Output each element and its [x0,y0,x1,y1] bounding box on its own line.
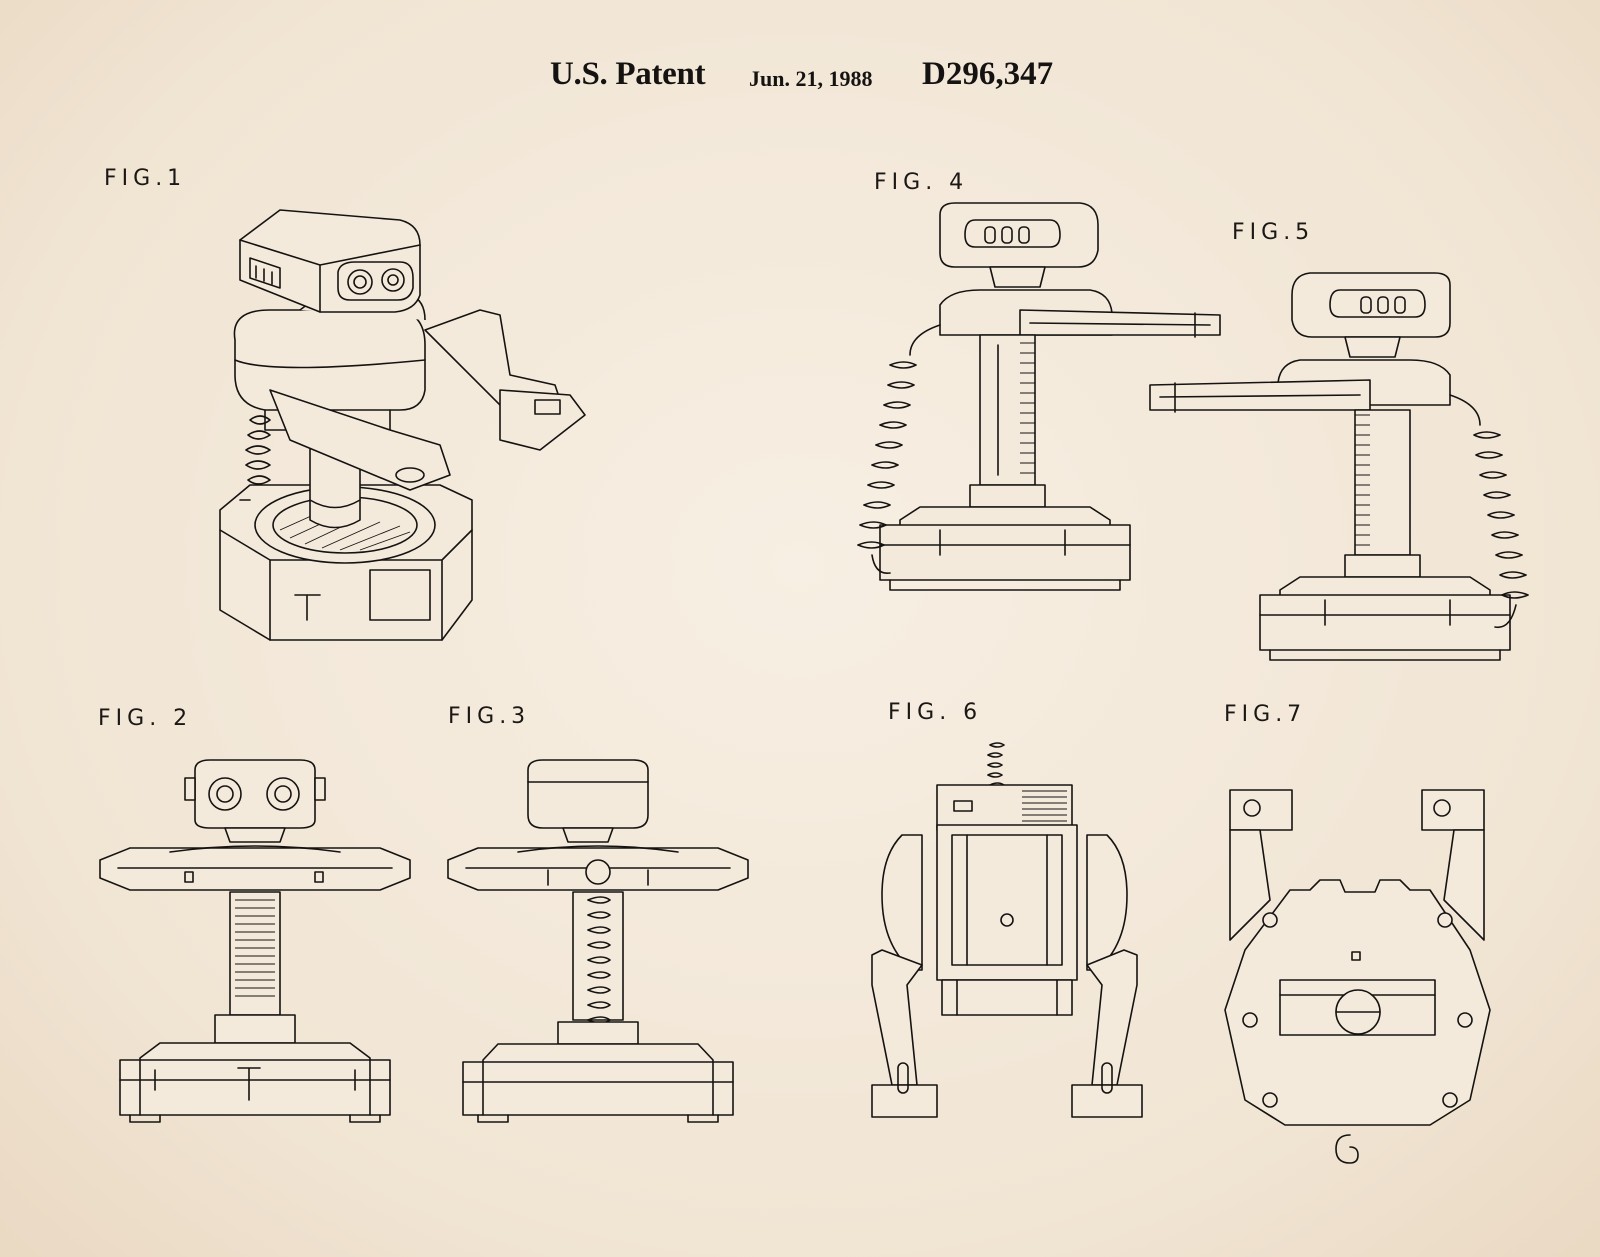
fig5-robot-side-arm-drawing [1130,265,1540,685]
fig1-label: FIG.1 [104,166,187,191]
fig6-robot-top-drawing [862,745,1162,1145]
fig7-label: FIG.7 [1224,702,1307,727]
patent-header: U.S. Patent Jun. 21, 1988 D296,347 [0,56,1600,106]
fig3-robot-side-drawing [448,760,758,1150]
fig2-label: FIG. 2 [98,706,193,731]
fig4-label: FIG. 4 [874,170,969,195]
fig5-label: FIG.5 [1232,220,1315,245]
fig3-label: FIG.3 [448,704,531,729]
patent-date: Jun. 21, 1988 [749,66,873,91]
patent-number: D296,347 [922,56,1054,92]
fig7-robot-bottom-drawing [1210,780,1500,1190]
patent-title: U.S. Patent [550,56,706,92]
fig1-robot-perspective-drawing [210,200,610,670]
fig4-robot-side-arm-drawing [850,195,1250,615]
fig2-robot-front-drawing [100,760,410,1150]
fig6-label: FIG. 6 [888,700,983,725]
